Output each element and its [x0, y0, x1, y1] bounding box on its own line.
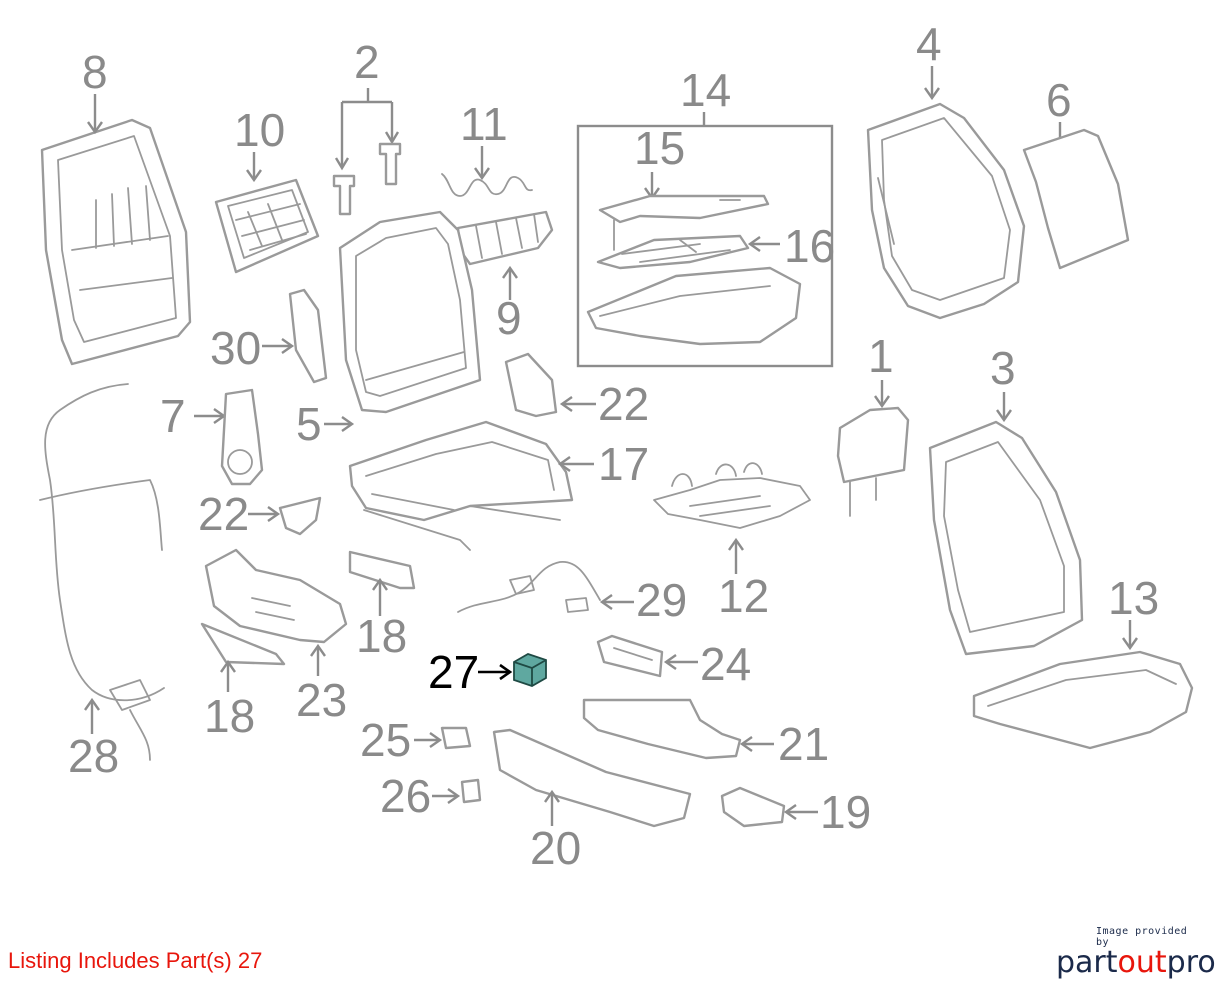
part-7-motor	[220, 388, 264, 486]
callout-30: 30	[210, 322, 261, 374]
part-18-upper-trim	[348, 550, 416, 590]
callout-8: 8	[82, 46, 108, 98]
callout-1: 1	[868, 330, 894, 382]
callout-25: 25	[360, 714, 411, 766]
callout-20: 20	[530, 822, 581, 874]
part-6-back-panel	[1022, 128, 1130, 270]
callout-22-upper: 22	[598, 378, 649, 430]
part-2-bolts	[332, 142, 402, 216]
part-4-back-cover	[866, 102, 1026, 320]
part-8-seatback-frame	[40, 118, 192, 366]
callout-24: 24	[700, 638, 751, 690]
part-14-group-box	[576, 124, 834, 368]
callout-15: 15	[634, 122, 685, 174]
callout-17: 17	[598, 438, 649, 490]
callout-18-lower: 18	[204, 690, 255, 742]
partoutpro-logo: partoutpro	[1056, 945, 1216, 980]
part-11-spring	[441, 173, 533, 197]
part-19-handle	[720, 786, 786, 828]
callout-10: 10	[234, 104, 285, 156]
part-14-cushion-pad	[586, 266, 802, 346]
part-17-seat-frame	[348, 420, 574, 551]
callout-27: 27	[428, 646, 479, 698]
callout-21: 21	[778, 718, 829, 770]
callout-7: 7	[160, 390, 186, 442]
callout-11: 11	[460, 98, 508, 150]
callout-4: 4	[916, 18, 942, 70]
part-26-knob	[460, 778, 482, 804]
part-9-bracket	[456, 210, 554, 266]
part-12-seat-springs	[653, 462, 811, 529]
callout-3: 3	[990, 342, 1016, 394]
part-3-back-assembly	[928, 420, 1084, 656]
part-10-lumbar	[214, 178, 320, 274]
part-15-sensor-mat	[598, 194, 770, 251]
part-22-upper-trim	[504, 352, 558, 418]
part-16-heater-pad	[596, 234, 750, 270]
part-27-highlighted	[513, 653, 547, 687]
listing-note: Listing Includes Part(s) 27	[8, 948, 263, 973]
part-24-switch	[596, 634, 664, 678]
part-18-lower-trim	[200, 622, 286, 666]
callout-19: 19	[820, 786, 871, 838]
part-22-lower-trim	[278, 496, 322, 536]
callout-29: 29	[636, 574, 687, 626]
callout-16: 16	[784, 220, 835, 272]
part-29-harness	[457, 561, 601, 613]
callout-9: 9	[496, 292, 522, 344]
logo-out: out	[1117, 945, 1167, 980]
image-credit: Image provided by partoutpro	[1056, 926, 1216, 980]
part-5-back-frame	[338, 210, 482, 414]
callout-6: 6	[1046, 74, 1072, 126]
callout-26: 26	[380, 770, 431, 822]
logo-pro: pro	[1166, 945, 1216, 980]
part-20-trim-panel	[492, 728, 692, 828]
callout-23: 23	[296, 674, 347, 726]
part-30-side-trim	[288, 288, 328, 384]
callout-22-lower: 22	[198, 488, 249, 540]
callout-5: 5	[296, 398, 322, 450]
part-23-side-shield	[204, 548, 348, 644]
callout-14: 14	[680, 64, 731, 116]
part-21-bracket	[582, 698, 742, 760]
part-1-headrest	[836, 406, 910, 517]
part-25-cap	[440, 726, 472, 750]
callout-28: 28	[68, 730, 119, 782]
logo-part: part	[1056, 945, 1118, 980]
callout-12: 12	[718, 570, 769, 622]
callout-2: 2	[354, 36, 380, 88]
part-13-seat-cushion	[972, 650, 1194, 750]
part-28-harness	[39, 383, 165, 761]
callout-13: 13	[1108, 572, 1159, 624]
credit-caption: Image provided by	[1096, 926, 1188, 948]
callout-18-upper: 18	[356, 610, 407, 662]
